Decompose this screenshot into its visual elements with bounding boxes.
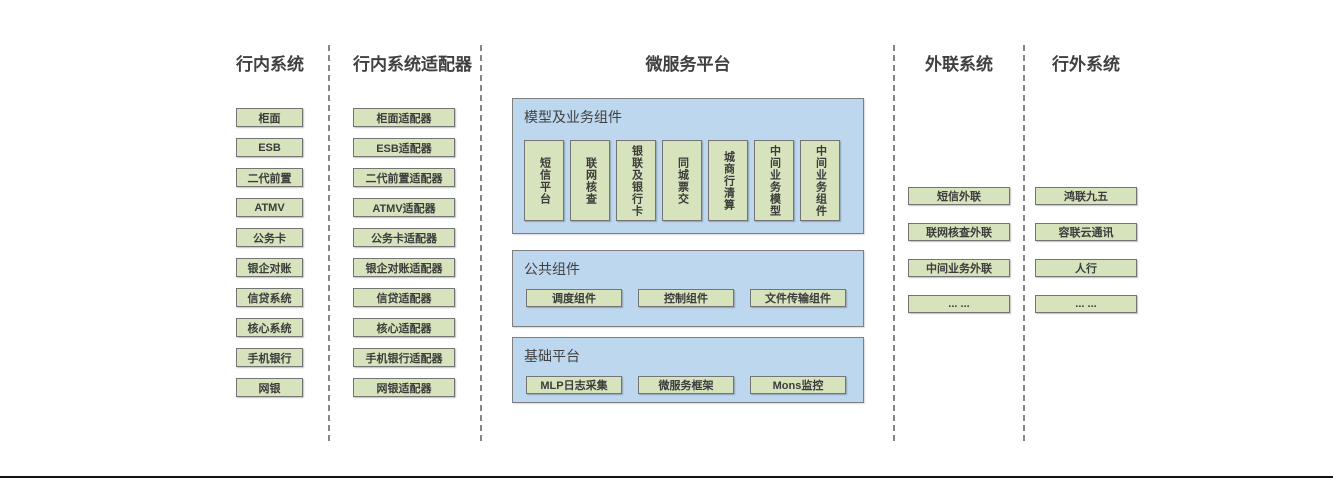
system-box-esb: ESB (236, 138, 303, 157)
column-separator-1 (328, 45, 330, 443)
component-box-mons-monitor: Mons监控 (750, 376, 846, 394)
adapter-box-erdai-qianzhi: 二代前置适配器 (353, 168, 455, 187)
component-box-scheduling: 调度组件 (526, 289, 622, 307)
system-box-guimian: 柜面 (236, 108, 303, 127)
internal-systems-list: 柜面 ESB 二代前置 ATMV 公务卡 银企对账 信贷系统 核心系统 手机银行… (236, 108, 303, 397)
outside-box-ellipsis: ... ... (1035, 295, 1137, 313)
external-box-intermediate: 中间业务外联 (908, 259, 1010, 277)
adapter-box-wangyin: 网银适配器 (353, 378, 455, 397)
adapter-box-atmv: ATMV适配器 (353, 198, 455, 217)
system-box-yinqi-duizhang: 银企对账 (236, 258, 303, 277)
adapter-box-hexin: 核心适配器 (353, 318, 455, 337)
column-microservice-platform: 微服务平台 (512, 55, 864, 75)
external-box-ellipsis: ... ... (908, 295, 1010, 313)
column-title-internal-systems: 行内系统 (236, 55, 304, 74)
system-box-atmv: ATMV (236, 198, 303, 217)
component-box-intermediate-model: 中间业务模型 (754, 140, 794, 221)
panel-model-business-components: 模型及业务组件 短信平台 联网核查 银联及银行卡 同城票交 城商行清算 中间业务… (512, 98, 864, 234)
column-outside-systems: 行外系统 鸿联九五 容联云通讯 人行 ... ... (1035, 55, 1137, 313)
base-platform-row: MLP日志采集 微服务框架 Mons监控 (526, 376, 846, 394)
system-box-hexin: 核心系统 (236, 318, 303, 337)
panel-label-common: 公共组件 (524, 261, 580, 277)
component-box-sms-platform: 短信平台 (524, 140, 564, 221)
adapter-box-gongwuka: 公务卡适配器 (353, 228, 455, 247)
panel-common-components: 公共组件 调度组件 控制组件 文件传输组件 (512, 250, 864, 327)
external-box-sms: 短信外联 (908, 187, 1010, 205)
common-components-row: 调度组件 控制组件 文件传输组件 (526, 289, 846, 307)
system-box-shouji-yinhang: 手机银行 (236, 348, 303, 367)
column-external-connections: 外联系统 短信外联 联网核查外联 中间业务外联 ... ... (908, 55, 1010, 313)
component-box-microservice-framework: 微服务框架 (638, 376, 734, 394)
component-box-file-transfer: 文件传输组件 (750, 289, 846, 307)
column-title-outside-systems: 行外系统 (1052, 55, 1120, 74)
model-components-row: 短信平台 联网核查 银联及银行卡 同城票交 城商行清算 中间业务模型 中间业务组… (524, 140, 840, 221)
component-box-intermediate-component: 中间业务组件 (800, 140, 840, 221)
adapter-box-shouji-yinhang: 手机银行适配器 (353, 348, 455, 367)
component-box-unionpay-bankcard: 银联及银行卡 (616, 140, 656, 221)
outside-systems-list: 鸿联九五 容联云通讯 人行 ... ... (1035, 187, 1137, 313)
column-title-microservice-platform: 微服务平台 (645, 55, 731, 74)
column-separator-2 (480, 45, 482, 443)
component-box-control: 控制组件 (638, 289, 734, 307)
system-box-erdai-qianzhi: 二代前置 (236, 168, 303, 187)
outside-box-pboc: 人行 (1035, 259, 1137, 277)
column-internal-systems: 行内系统 柜面 ESB 二代前置 ATMV 公务卡 银企对账 信贷系统 核心系统… (236, 55, 304, 397)
component-box-network-check: 联网核查 (570, 140, 610, 221)
external-box-network-check: 联网核查外联 (908, 223, 1010, 241)
system-box-wangyin: 网银 (236, 378, 303, 397)
outside-box-honglian95: 鸿联九五 (1035, 187, 1137, 205)
column-internal-adapters: 行内系统适配器 柜面适配器 ESB适配器 二代前置适配器 ATMV适配器 公务卡… (353, 55, 472, 397)
component-box-mlp-log: MLP日志采集 (526, 376, 622, 394)
outside-box-ronglian-cloud: 容联云通讯 (1035, 223, 1137, 241)
adapter-box-xindai: 信贷适配器 (353, 288, 455, 307)
component-box-city-bank-clearing: 城商行清算 (708, 140, 748, 221)
external-connections-list: 短信外联 联网核查外联 中间业务外联 ... ... (908, 187, 1010, 313)
system-box-gongwuka: 公务卡 (236, 228, 303, 247)
adapter-box-esb: ESB适配器 (353, 138, 455, 157)
component-box-city-bill-exchange: 同城票交 (662, 140, 702, 221)
adapter-box-yinqi-duizhang: 银企对账适配器 (353, 258, 455, 277)
adapter-box-guimian: 柜面适配器 (353, 108, 455, 127)
system-box-xindai: 信贷系统 (236, 288, 303, 307)
column-title-internal-adapters: 行内系统适配器 (353, 55, 472, 74)
panel-label-model-business: 模型及业务组件 (524, 109, 622, 125)
slide-bottom-border (0, 476, 1333, 478)
column-separator-4 (1023, 45, 1025, 443)
column-separator-3 (893, 45, 895, 443)
column-title-external-connections: 外联系统 (925, 55, 993, 74)
panel-base-platform: 基础平台 MLP日志采集 微服务框架 Mons监控 (512, 337, 864, 403)
panel-label-base: 基础平台 (524, 348, 580, 364)
internal-adapters-list: 柜面适配器 ESB适配器 二代前置适配器 ATMV适配器 公务卡适配器 银企对账… (353, 108, 455, 397)
